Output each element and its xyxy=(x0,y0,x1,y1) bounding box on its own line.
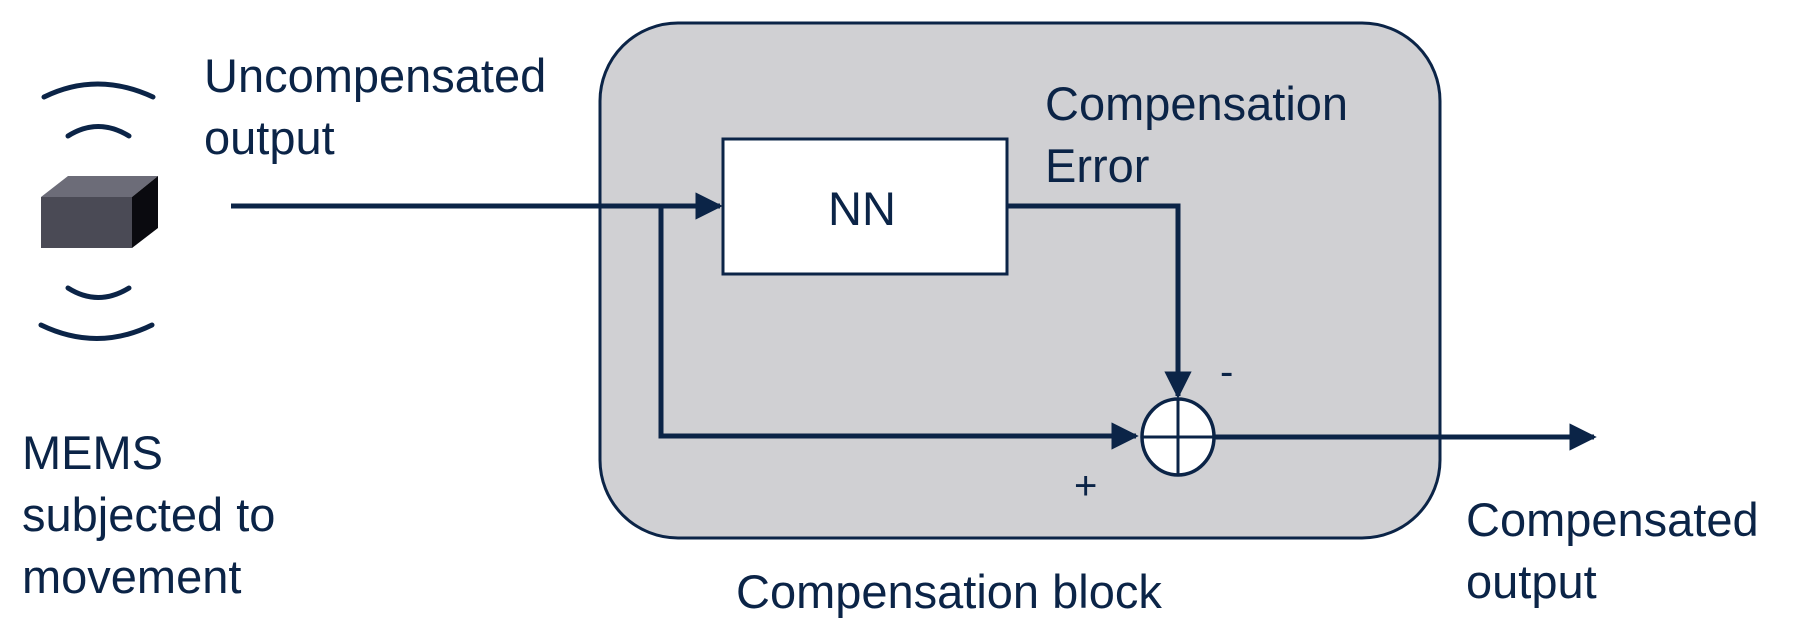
compensation-error-label: Compensation Error xyxy=(1045,77,1349,192)
compensation-error-arrow xyxy=(1007,203,1192,399)
nn-box xyxy=(721,137,1009,276)
motion-waves-icon xyxy=(38,81,156,341)
compensation-block-label: Compensation block xyxy=(736,565,1162,618)
mems-chip-icon xyxy=(41,176,158,248)
summing-junction-icon xyxy=(1140,397,1216,477)
minus-sign: - xyxy=(1220,350,1234,394)
uncompensated-output-label: Uncompensated output xyxy=(204,49,547,164)
bypass-arrow xyxy=(658,206,1139,450)
plus-sign: + xyxy=(1074,464,1098,508)
compensated-output-label: Compensated output xyxy=(1466,493,1759,608)
mems-label: MEMS subjected to movement xyxy=(22,426,276,603)
nn-label: NN xyxy=(828,182,896,235)
